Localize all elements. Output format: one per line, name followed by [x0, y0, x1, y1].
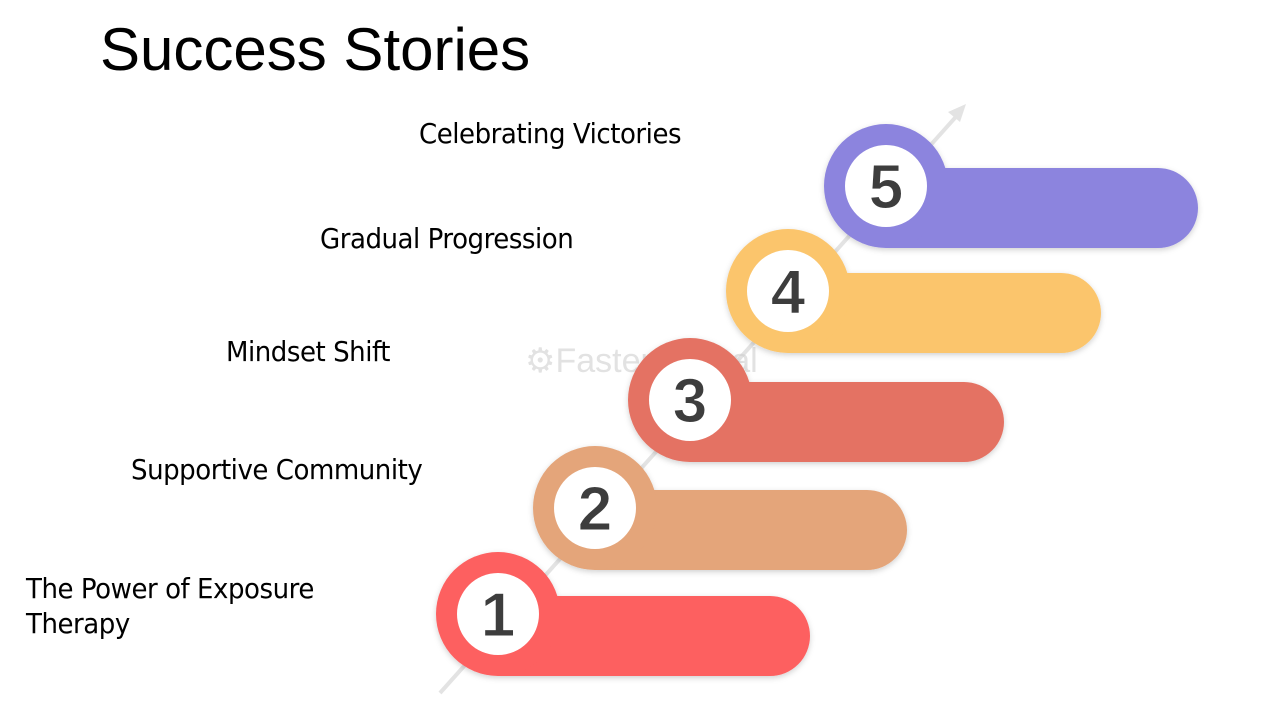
- step-5: 5: [824, 124, 1198, 248]
- step-2-label: Supportive Community: [131, 453, 423, 486]
- step-4-label: Gradual Progression: [320, 222, 574, 255]
- step-bar: [886, 168, 1198, 248]
- step-5-label: Celebrating Victories: [419, 117, 682, 150]
- step-bar: [788, 273, 1101, 353]
- step-number: 5: [869, 153, 903, 222]
- step-number: 3: [673, 367, 707, 436]
- step-number: 1: [481, 581, 515, 650]
- step-1-label: The Power of Exposure Therapy: [26, 571, 314, 641]
- step-bar: [595, 490, 907, 570]
- step-bar: [498, 596, 810, 676]
- step-1: 1: [436, 552, 810, 676]
- step-3: 3: [628, 338, 1004, 462]
- step-number-badge: [554, 467, 636, 549]
- step-3-label: Mindset Shift: [226, 335, 390, 368]
- step-number-badge: [747, 250, 829, 332]
- step-number: 4: [771, 258, 806, 327]
- step-1-label-line-1: The Power of Exposure: [26, 572, 314, 605]
- step-number-badge: [457, 573, 539, 655]
- step-number-badge: [845, 145, 927, 227]
- slide-title: Success Stories: [100, 16, 531, 83]
- step-number-badge: [649, 359, 731, 441]
- step-4: 4: [726, 229, 1101, 353]
- step-1-label-line-2: Therapy: [26, 607, 130, 640]
- step-number: 2: [578, 475, 612, 544]
- step-2: 2: [533, 446, 907, 570]
- step-bar: [690, 382, 1004, 462]
